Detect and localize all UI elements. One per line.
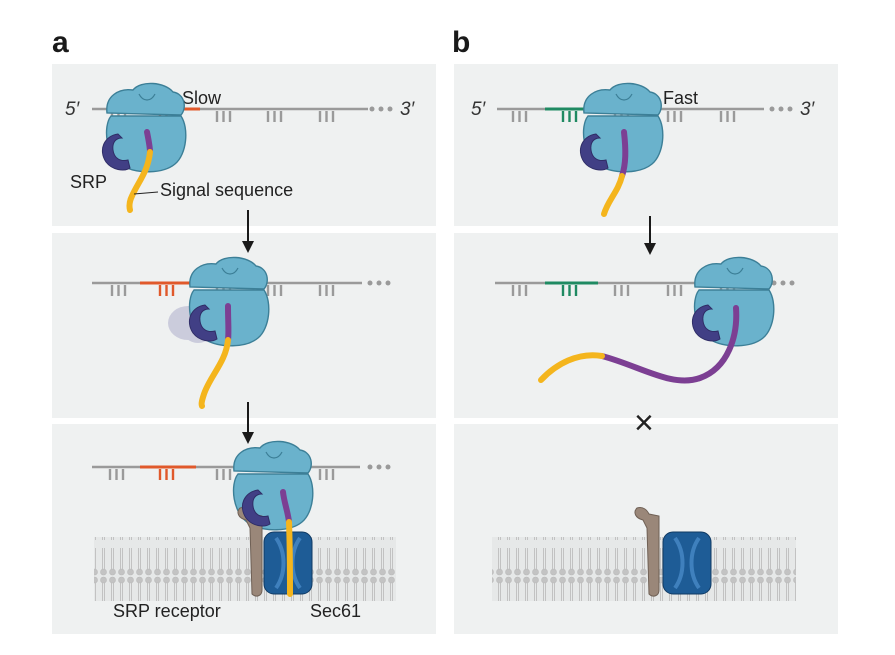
signal-sequence-a1 — [126, 149, 153, 213]
panel-b-step3 — [454, 424, 838, 634]
panel-a-letter: a — [52, 26, 69, 59]
signal-sequence-leader — [133, 191, 159, 195]
srp-label: SRP — [70, 172, 107, 192]
nascent-chain-a1 — [144, 129, 153, 155]
blocked-cross: × — [634, 404, 654, 442]
nascent-chain-b2 — [599, 305, 740, 384]
mrna-a3 — [92, 464, 391, 482]
signal-sequence-a3 — [286, 519, 293, 597]
signal-sequence-a2 — [198, 337, 231, 409]
arrow-a2-a3 — [242, 402, 254, 444]
arrow-a1-a2 — [242, 210, 254, 253]
sec61-label: Sec61 — [310, 601, 361, 621]
panel-b-step2 — [454, 233, 838, 418]
signal-sequence-label: Signal sequence — [160, 180, 293, 200]
srp-receptor-label: SRP receptor — [113, 601, 221, 621]
three-prime-label-a1: 3′ — [400, 99, 416, 120]
five-prime-label-b1: 5′ — [471, 99, 487, 120]
nascent-chain-b1 — [619, 129, 629, 179]
panel-b-letter: b — [452, 26, 470, 59]
fast-label: Fast — [663, 88, 698, 108]
sec61-b — [662, 531, 712, 595]
five-prime-label-a1: 5′ — [65, 99, 81, 120]
signal-sequence-b2 — [538, 352, 605, 383]
membrane-a — [94, 537, 396, 601]
signal-sequence-b1 — [601, 173, 625, 217]
srp-receptor-b — [634, 507, 660, 597]
three-prime-label-b1: 3′ — [800, 99, 816, 120]
arrow-b1-b2 — [644, 216, 656, 255]
membrane-b — [492, 537, 796, 601]
slow-label: Slow — [182, 88, 222, 108]
